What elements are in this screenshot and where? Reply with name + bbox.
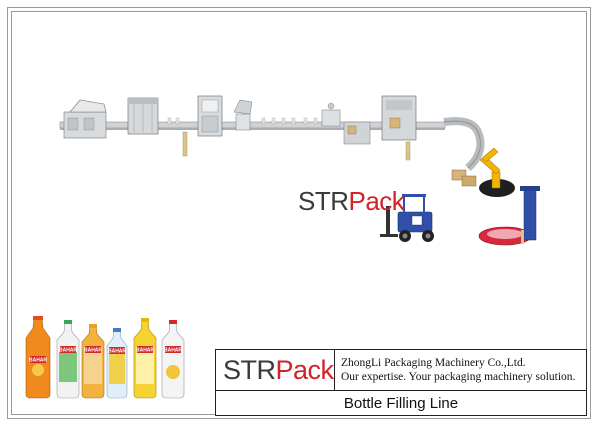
stretch-wrapper (478, 186, 540, 246)
bottle-yellow (133, 318, 157, 399)
brand-logo-center: STRPack (298, 186, 405, 217)
bottle-brand-label: BAHAR (59, 348, 77, 354)
bottle-unscrambler (63, 99, 107, 139)
conveyor-bottles (167, 117, 318, 125)
company-slogan: Our expertise. Your packaging machinery … (341, 371, 576, 383)
curved-conveyor (443, 117, 485, 171)
bottle-brand-label: BAHAR (136, 348, 154, 354)
case-packer (343, 95, 417, 161)
bottle-brand-label: BAHAR (108, 349, 126, 355)
bottle-light-blue (106, 328, 128, 399)
bottle-peach (81, 324, 105, 399)
outer-border (7, 7, 591, 419)
logo-accent: Pack (275, 355, 335, 385)
forklift (380, 194, 434, 242)
bottle-brand-label: BAHAR (164, 348, 182, 354)
capping-machine (197, 95, 223, 137)
logo-prefix: STR (223, 355, 276, 385)
cap-feeder (233, 99, 253, 131)
product-bottles (25, 316, 185, 399)
palletizing-robot (479, 147, 515, 197)
bottle-brand-labels: BAHAR BAHAR BAHAR BAHAR BAHAR BAHAR (29, 346, 182, 364)
bottle-brand-label: BAHAR (29, 358, 47, 364)
filling-machine (127, 97, 188, 157)
bottle-white-lemon (161, 320, 185, 399)
company-info-cell: ZhongLi Packaging Machinery Co.,Ltd. Our… (335, 350, 586, 391)
title-block: STRPack ZhongLi Packaging Machinery Co.,… (215, 349, 587, 416)
drawing-title: Bottle Filling Line (343, 395, 459, 412)
bottle-brand-label: BAHAR (84, 348, 102, 354)
cartons (451, 169, 477, 187)
bottle-white (56, 320, 80, 399)
logo-accent: Pack (348, 186, 405, 216)
title-block-logo-cell: STRPack (216, 350, 335, 391)
brand-logo: STRPack (223, 355, 334, 386)
logo-prefix: STR (298, 186, 349, 216)
company-name: ZhongLi Packaging Machinery Co.,Ltd. (341, 357, 526, 369)
labeling-machine (321, 102, 341, 127)
